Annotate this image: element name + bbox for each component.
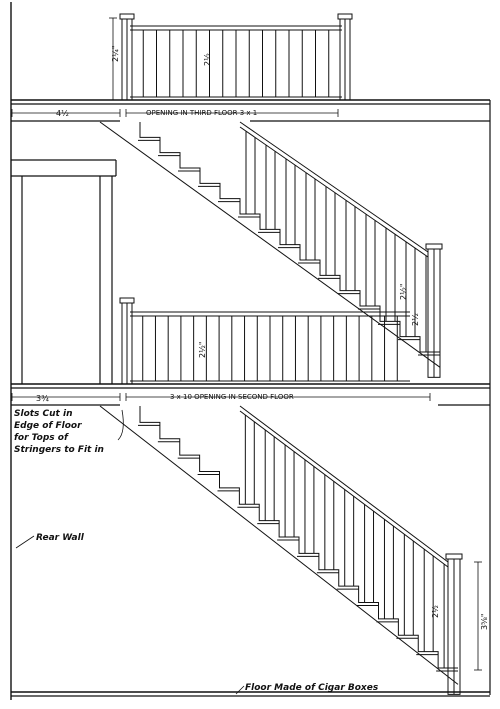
upper-flight <box>99 121 441 368</box>
stair-handrail <box>239 410 449 568</box>
dim-third-floor-offset: 4½ <box>56 109 69 118</box>
mid-left-newel <box>119 297 135 385</box>
top-right-newel <box>337 13 353 101</box>
floor-label: Floor Made of Cigar Boxes <box>245 683 379 693</box>
second-floor-opening-label: 3 x 10 OPENING IN SECOND FLOOR <box>170 393 294 401</box>
stair-handrail <box>239 126 429 258</box>
stair-handrail <box>239 121 429 253</box>
second-floor-opening-dim <box>125 393 431 401</box>
second-floor-offset-dim <box>11 393 121 401</box>
dimension-lines <box>11 17 482 695</box>
slots-note-line3: for Tops of <box>14 433 69 443</box>
slots-note-line1: Slots Cut in <box>14 409 72 419</box>
newel-cap <box>445 553 463 560</box>
top-left-newel <box>119 13 135 101</box>
building-outline <box>10 2 491 700</box>
newel-cap <box>337 13 353 20</box>
stair-steps <box>139 122 440 353</box>
slots-note-line2: Edge of Floor <box>14 421 82 431</box>
slots-leader <box>117 409 124 441</box>
top-balustrade <box>130 25 342 98</box>
lower-newel-dim <box>474 561 482 671</box>
dim-second-floor-offset: 3¾ <box>36 394 49 403</box>
newel-cap <box>425 243 443 250</box>
stair-handrail <box>239 405 449 563</box>
stair-flights <box>99 121 459 685</box>
lower-flight <box>99 405 459 685</box>
slots-note-line4: Stringers to Fit in <box>14 445 104 455</box>
dim-top-baluster: 2½ <box>203 53 212 66</box>
third-floor-opening-label: OPENING IN THIRD FLOOR 3 x 1 <box>146 109 257 117</box>
rear-wall-leader <box>15 535 35 549</box>
lower-flight-newel <box>445 553 463 695</box>
dim-upper-newel: 2½" <box>399 283 408 300</box>
dim-upper-baluster: 2½ <box>411 313 420 326</box>
upper-flight-newel <box>425 243 443 378</box>
newel-cap <box>119 13 135 20</box>
newel-cap <box>119 297 135 304</box>
floor-leader <box>235 685 245 695</box>
top-rail-dim <box>109 17 117 101</box>
mid-balustrade <box>130 311 410 382</box>
rear-wall-label: Rear Wall <box>36 533 85 543</box>
stair-steps <box>139 406 458 669</box>
dim-lower-baluster: 2½ <box>431 605 440 618</box>
third-floor-opening-dim <box>125 109 339 117</box>
dim-top-rail-height: 2¼" <box>111 45 120 62</box>
stringer <box>99 121 441 368</box>
railings <box>119 13 463 695</box>
dim-lower-newel: 3⅝" <box>480 613 489 630</box>
third-floor-offset-dim <box>11 109 121 117</box>
stringer <box>99 405 459 685</box>
dim-mid-rail: 2½" <box>198 341 207 358</box>
